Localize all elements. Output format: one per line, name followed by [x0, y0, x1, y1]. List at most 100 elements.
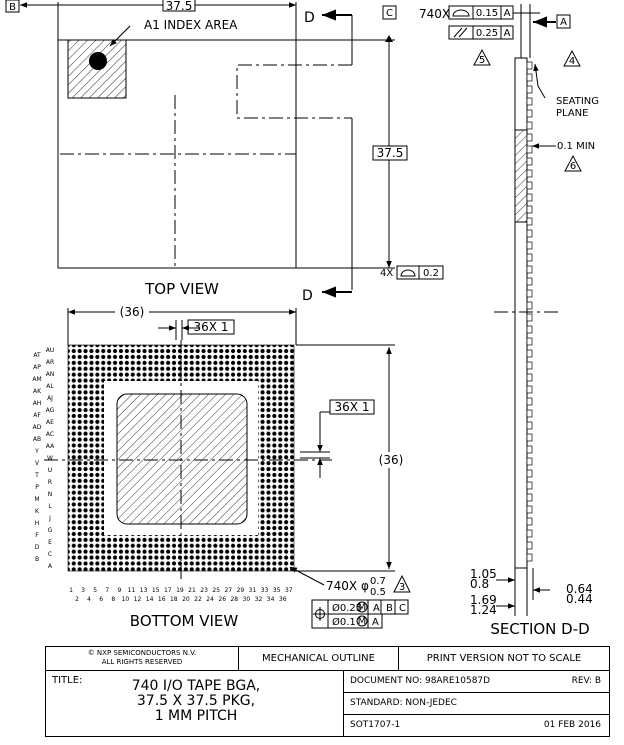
section-ball — [526, 373, 533, 382]
note-6: 6 — [570, 161, 576, 172]
dim-0-44: 0.44 — [566, 592, 593, 606]
note-4: 4 — [569, 56, 575, 67]
row-label: AR — [46, 359, 54, 366]
top-height-dim: 37.5 — [377, 146, 404, 160]
pitch-y: 36X 1 — [335, 400, 370, 414]
flatness-symbol-box — [396, 265, 420, 280]
mmc-icon — [356, 601, 368, 613]
section-ball — [526, 385, 533, 394]
column-label: 1 — [69, 587, 73, 594]
column-label: 27 — [224, 587, 232, 594]
top-profile-ref: A — [504, 8, 511, 19]
datum-a-label: A — [560, 17, 567, 28]
a1-leader — [109, 25, 131, 47]
section-ball — [526, 289, 533, 298]
column-label: 9 — [117, 587, 121, 594]
section-ball — [526, 121, 533, 130]
profile-symbol-box — [448, 5, 474, 20]
column-label: 26 — [218, 596, 226, 603]
pos-tol-1-ref-a: A — [373, 603, 380, 614]
row-label: AK — [33, 388, 42, 395]
section-ball — [526, 73, 533, 82]
row-label: A — [48, 563, 53, 570]
profile-icon — [400, 269, 416, 277]
dim-0-64: 0.64 — [566, 582, 593, 596]
row-label: Y — [34, 448, 39, 455]
parallel-icon — [458, 27, 468, 38]
column-label: 2 — [75, 596, 79, 603]
section-ball — [526, 397, 533, 406]
row-label: L — [48, 503, 52, 510]
top-view: B 37.5 D C A1 INDEX AREA D — [5, 0, 444, 304]
dim-1-69: 1.69 — [470, 593, 497, 607]
revision: REV: B — [571, 676, 601, 686]
flatness-value: 0.2 — [423, 268, 439, 279]
column-label: 17 — [164, 587, 172, 594]
seating-label-2: PLANE — [556, 108, 588, 119]
print-note-cell: PRINT VERSION NOT TO SCALE — [399, 647, 609, 671]
column-label: 22 — [194, 596, 202, 603]
row-label: AP — [33, 364, 41, 371]
seating-label-1: SEATING — [556, 96, 599, 107]
top-width-dim: 37.5 — [166, 0, 193, 13]
column-label: 33 — [261, 587, 269, 594]
column-label: 6 — [99, 596, 103, 603]
section-ball — [526, 157, 533, 166]
row-label: AE — [46, 419, 54, 426]
row-label: AB — [33, 436, 41, 443]
flatness-value-box — [418, 265, 444, 280]
parallel-value: 0.25 — [476, 28, 498, 39]
pos-tol-1-ref-b: B — [386, 603, 393, 614]
note-3-triangle — [393, 574, 411, 593]
dim-1-05: 1.05 — [470, 567, 497, 581]
pos-tol-2-value: Ø0.1 — [332, 616, 356, 628]
row-label: AH — [33, 400, 42, 407]
column-label: 36 — [279, 596, 287, 603]
standard-row: STANDARD: NON-JEDEC — [344, 693, 609, 715]
document-number: DOCUMENT NO: 98ARE10587D — [350, 676, 491, 686]
row-label: V — [35, 460, 40, 467]
datum-c-label: C — [386, 8, 393, 19]
bottom-view: (36) 36X 1 (36) 36X 1 740X φ — [32, 305, 411, 630]
section-ball — [526, 85, 533, 94]
dim-mask — [115, 305, 149, 319]
mmc-label: M — [358, 616, 367, 627]
mmc-label: M — [358, 602, 367, 613]
section-ball — [526, 265, 533, 274]
note-3: 3 — [399, 582, 405, 593]
section-ball — [526, 553, 533, 562]
datum-b-label: B — [9, 2, 16, 13]
row-label: AD — [33, 424, 42, 431]
ball-dia-symbol: φ — [361, 579, 369, 593]
column-label: 7 — [105, 587, 109, 594]
row-label: AU — [46, 347, 55, 354]
parallel-symbol-box — [448, 25, 474, 40]
outline-cell: MECHANICAL OUTLINE — [239, 647, 399, 671]
section-ball — [526, 277, 533, 286]
column-label: 5 — [93, 587, 97, 594]
row-label: AJ — [47, 395, 53, 402]
section-ball — [526, 61, 533, 70]
column-label: 23 — [200, 587, 208, 594]
row-label: R — [48, 479, 52, 486]
column-label: 37 — [285, 587, 293, 594]
package-code: SOT1707-1 — [350, 720, 401, 730]
row-label: AA — [46, 443, 55, 450]
row-label: D — [35, 544, 40, 551]
section-ball — [526, 313, 533, 322]
section-ball — [526, 169, 533, 178]
section-ball — [526, 337, 533, 346]
section-path — [236, 64, 352, 119]
section-ball — [526, 433, 533, 442]
min-standoff: 0.1 MIN — [557, 141, 595, 152]
datum-a-box — [556, 14, 571, 29]
parallel-ref-box — [500, 25, 514, 40]
row-label: AN — [46, 371, 55, 378]
seating-leader — [533, 63, 546, 99]
column-label: 25 — [212, 587, 220, 594]
top-width-dim-box — [162, 0, 196, 12]
dim-mask — [374, 452, 408, 468]
